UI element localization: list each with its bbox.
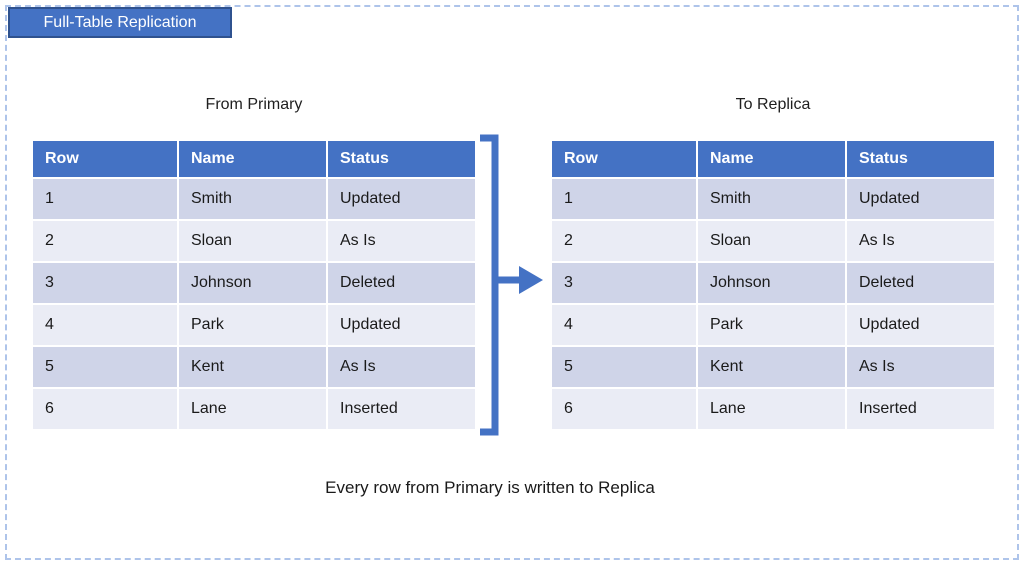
table-cell: 3 xyxy=(33,263,177,303)
table-cell: Park xyxy=(179,305,326,345)
table-cell: 6 xyxy=(33,389,177,429)
caption-text: Every row from Primary is written to Rep… xyxy=(325,478,655,497)
table-cell: Smith xyxy=(698,179,845,219)
title-badge-label: Full-Table Replication xyxy=(43,13,197,31)
slide-dashed-border xyxy=(5,5,1019,560)
column-header: Name xyxy=(179,141,326,177)
table-cell: Johnson xyxy=(179,263,326,303)
table-cell: As Is xyxy=(847,221,994,261)
table-cell: Inserted xyxy=(847,389,994,429)
table-cell: Updated xyxy=(328,305,475,345)
table-cell: Johnson xyxy=(698,263,845,303)
table-cell: Updated xyxy=(328,179,475,219)
table-cell: Deleted xyxy=(328,263,475,303)
table-cell: 1 xyxy=(33,179,177,219)
table-cell: 5 xyxy=(552,347,696,387)
table-cell: Kent xyxy=(698,347,845,387)
table-cell: Deleted xyxy=(847,263,994,303)
table-cell: 5 xyxy=(33,347,177,387)
column-header: Status xyxy=(328,141,475,177)
table-cell: Updated xyxy=(847,305,994,345)
from-primary-label: From Primary xyxy=(205,96,303,113)
table-cell: 6 xyxy=(552,389,696,429)
table-cell: 1 xyxy=(552,179,696,219)
table-cell: As Is xyxy=(328,221,475,261)
table-cell: Lane xyxy=(698,389,845,429)
table-cell: As Is xyxy=(847,347,994,387)
table-cell: Lane xyxy=(179,389,326,429)
table-cell: Sloan xyxy=(179,221,326,261)
table-cell: Kent xyxy=(179,347,326,387)
table-cell: 4 xyxy=(552,305,696,345)
table-cell: 4 xyxy=(33,305,177,345)
bracket-right-arrow-icon xyxy=(480,134,543,436)
table-cell: Inserted xyxy=(328,389,475,429)
table-cell: As Is xyxy=(328,347,475,387)
table-cell: Sloan xyxy=(698,221,845,261)
column-header: Row xyxy=(33,141,177,177)
table-cell: Park xyxy=(698,305,845,345)
column-header: Name xyxy=(698,141,845,177)
table-cell: 2 xyxy=(552,221,696,261)
title-badge: Full-Table Replication xyxy=(8,7,232,38)
table-cell: Smith xyxy=(179,179,326,219)
column-header: Status xyxy=(847,141,994,177)
table-cell: 2 xyxy=(33,221,177,261)
table-cell: Updated xyxy=(847,179,994,219)
column-header: Row xyxy=(552,141,696,177)
to-replica-label: To Replica xyxy=(735,96,811,113)
table-cell: 3 xyxy=(552,263,696,303)
